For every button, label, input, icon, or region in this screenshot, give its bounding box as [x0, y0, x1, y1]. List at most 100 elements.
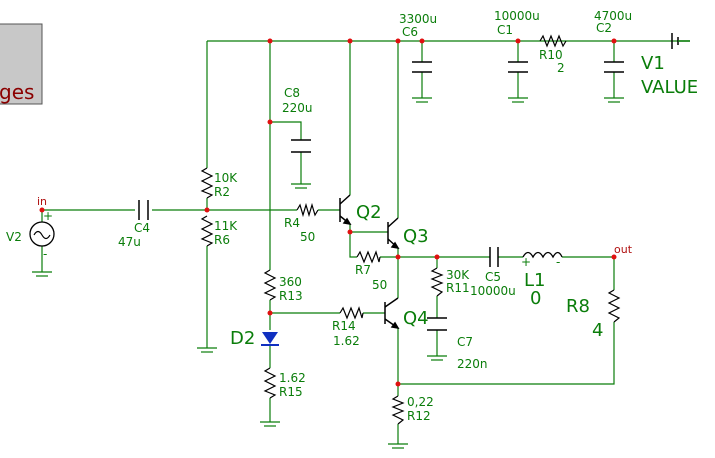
- r12-name: R12: [407, 409, 431, 423]
- r10-name: R10: [539, 48, 563, 62]
- inductor-l1[interactable]: [522, 251, 563, 259]
- v1-name: V1: [641, 53, 665, 74]
- r7-value: 50: [372, 278, 387, 292]
- junction-node: [611, 254, 617, 260]
- q3-name: Q3: [403, 226, 429, 247]
- r2-name: R2: [214, 185, 230, 199]
- r4-name: R4: [284, 216, 300, 230]
- transistor-q2[interactable]: [339, 194, 352, 226]
- capacitor-c8[interactable]: [291, 139, 311, 153]
- junction-nodes: [39, 38, 617, 387]
- l1-value: 0: [530, 288, 541, 309]
- junction-node: [611, 38, 617, 44]
- ground-icon: [197, 347, 217, 353]
- r15-name: R15: [279, 385, 303, 399]
- ground-symbols: [32, 97, 624, 449]
- net-label-out: out: [614, 243, 633, 256]
- resistor-r4[interactable]: [296, 202, 319, 218]
- resistor-r15[interactable]: [263, 367, 277, 399]
- c7-name: C7: [457, 335, 473, 349]
- junction-node: [434, 254, 440, 260]
- r11-name: R11: [446, 281, 470, 295]
- junction-node: [39, 207, 45, 213]
- r13-name: R13: [279, 289, 303, 303]
- c4-name: C4: [134, 221, 150, 235]
- junction-node: [267, 38, 273, 44]
- c7-value: 220n: [457, 357, 488, 371]
- resistor-r2[interactable]: [200, 167, 214, 199]
- junction-node: [347, 38, 353, 44]
- r13-value: 360: [279, 275, 302, 289]
- junction-node: [347, 229, 353, 235]
- resistor-r12[interactable]: [391, 395, 405, 425]
- r2-value: 10K: [214, 171, 238, 185]
- c8-value: 220u: [282, 101, 313, 115]
- capacitor-c7[interactable]: [427, 317, 447, 331]
- c1-name: C1: [497, 23, 513, 37]
- junction-node: [267, 119, 273, 125]
- ground-icon: [427, 355, 447, 361]
- junction-node: [395, 254, 401, 260]
- capacitor-c2[interactable]: [604, 61, 624, 73]
- component-labels: 3300u C6 10000u C1 4700u C2 R10 2 V1 VAL…: [6, 9, 698, 423]
- diode-d2[interactable]: [261, 332, 279, 346]
- r14-value: 1.62: [333, 334, 360, 348]
- resistor-r11[interactable]: [430, 267, 444, 297]
- net-label-in: in: [37, 195, 47, 208]
- junction-node: [395, 38, 401, 44]
- tab-label: ges: [0, 80, 34, 104]
- r15-value: 1.62: [279, 371, 306, 385]
- ground-icon: [412, 97, 432, 103]
- ground-icon: [388, 443, 408, 449]
- resistor-r7[interactable]: [356, 250, 381, 264]
- resistor-r10[interactable]: [539, 34, 567, 48]
- r14-name: R14: [332, 319, 356, 333]
- battery-v1[interactable]: [640, 33, 690, 49]
- r6-name: R6: [214, 233, 230, 247]
- voltage-source-v2[interactable]: [29, 221, 55, 247]
- l1-name: L1: [524, 270, 545, 291]
- transistor-q4[interactable]: [384, 297, 400, 330]
- ground-icon: [604, 97, 624, 103]
- r11-value: 30K: [446, 268, 470, 282]
- q2-name: Q2: [356, 202, 382, 223]
- v2-name: V2: [6, 230, 22, 244]
- c2-name: C2: [596, 21, 612, 35]
- r6-value: 11K: [214, 219, 238, 233]
- window-tab[interactable]: ges: [0, 23, 43, 105]
- l1-plus: +: [521, 255, 531, 269]
- capacitor-c5[interactable]: [489, 247, 499, 267]
- junction-node: [204, 207, 210, 213]
- resistor-r6[interactable]: [200, 215, 214, 247]
- capacitor-c1[interactable]: [508, 61, 528, 73]
- resistor-r14[interactable]: [339, 306, 364, 320]
- r8-name: R8: [566, 296, 590, 317]
- junction-node: [267, 310, 273, 316]
- c2-value: 4700u: [594, 9, 632, 23]
- v2-plus: +: [43, 209, 53, 223]
- junction-node: [419, 38, 425, 44]
- capacitor-c6[interactable]: [412, 61, 432, 73]
- c1-value: 10000u: [494, 9, 540, 23]
- capacitor-c4[interactable]: [138, 200, 149, 220]
- transistor-q3[interactable]: [387, 217, 400, 250]
- c5-name: C5: [485, 270, 501, 284]
- v2-minus: -: [43, 247, 47, 261]
- v1-value: VALUE: [641, 77, 698, 98]
- c8-name: C8: [284, 86, 300, 100]
- r8-value: 4: [592, 320, 603, 341]
- ground-icon: [260, 421, 280, 427]
- d2-name: D2: [230, 328, 255, 349]
- resistor-r8[interactable]: [607, 289, 621, 323]
- resistor-r13[interactable]: [263, 269, 277, 301]
- q4-name: Q4: [403, 308, 429, 329]
- r7-name: R7: [355, 263, 371, 277]
- c5-value: 10000u: [470, 284, 516, 298]
- r10-value: 2: [557, 61, 565, 75]
- c4-value: 47u: [118, 235, 141, 249]
- c6-name: C6: [402, 25, 418, 39]
- junction-node: [395, 381, 401, 387]
- c6-value: 3300u: [399, 12, 437, 26]
- junction-node: [515, 38, 521, 44]
